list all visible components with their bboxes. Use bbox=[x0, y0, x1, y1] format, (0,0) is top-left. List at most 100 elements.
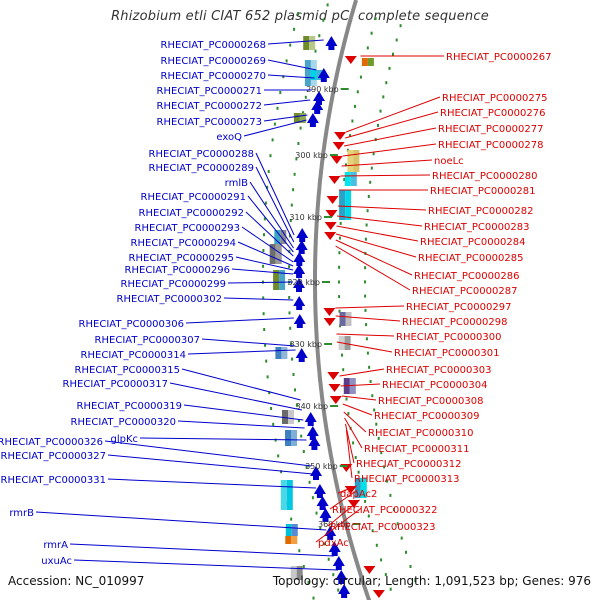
orf-dot bbox=[373, 408, 376, 412]
forward-gene-label[interactable]: RHECIAT_PC0000292 bbox=[139, 208, 244, 219]
forward-gene-arrow bbox=[293, 278, 305, 292]
feature-box bbox=[304, 60, 311, 86]
forward-gene-label[interactable]: uxuAc bbox=[41, 556, 72, 567]
forward-gene-label[interactable]: RHECIAT_PC0000327 bbox=[1, 451, 106, 462]
orf-dot bbox=[409, 565, 412, 568]
forward-gene-label[interactable]: RHECIAT_PC0000306 bbox=[79, 319, 184, 330]
orf-dot bbox=[345, 163, 347, 167]
reverse-label-leader bbox=[336, 333, 395, 337]
reverse-gene-label[interactable]: RHECIAT_PC0000275 bbox=[442, 93, 547, 104]
reverse-gene-label[interactable]: dapAc2 bbox=[340, 489, 377, 500]
orf-dot bbox=[302, 450, 305, 453]
orf-dot bbox=[305, 465, 308, 469]
reverse-gene-label[interactable]: RHECIAT_PC0000277 bbox=[438, 124, 543, 135]
orf-dot bbox=[357, 470, 360, 474]
tick-label: 340 kbp bbox=[295, 402, 328, 411]
orf-dot bbox=[264, 343, 267, 347]
forward-gene-label[interactable]: RHECIAT_PC0000288 bbox=[149, 149, 254, 160]
reverse-gene-label[interactable]: noeLc bbox=[434, 156, 464, 167]
reverse-gene-arrow bbox=[325, 210, 338, 218]
forward-gene-label[interactable]: RHECIAT_PC0000315 bbox=[75, 365, 180, 376]
reverse-gene-label[interactable]: RHECIAT_PC0000300 bbox=[396, 332, 501, 343]
forward-gene-label[interactable]: RHECIAT_PC0000319 bbox=[77, 401, 182, 412]
feature-box bbox=[269, 244, 276, 264]
forward-gene-label[interactable]: RHECIAT_PC0000331 bbox=[1, 475, 106, 486]
forward-gene-label[interactable]: RHECIAT_PC0000293 bbox=[135, 223, 240, 234]
reverse-gene-label[interactable]: RHECIAT_PC0000323 bbox=[330, 522, 435, 533]
forward-gene-label[interactable]: RHECIAT_PC0000302 bbox=[117, 294, 222, 305]
feature-box bbox=[290, 566, 297, 580]
forward-gene-label[interactable]: RHECIAT_PC0000273 bbox=[157, 117, 262, 128]
forward-gene-label[interactable]: RHECIAT_PC0000326 bbox=[0, 437, 103, 448]
orf-dot bbox=[399, 24, 402, 28]
reverse-gene-label[interactable]: RHECIAT_PC0000283 bbox=[424, 222, 529, 233]
reverse-gene-label[interactable]: RHECIAT_PC0000303 bbox=[386, 365, 491, 376]
reverse-gene-label[interactable]: RHECIAT_PC0000309 bbox=[374, 411, 479, 422]
orf-dot bbox=[312, 596, 315, 600]
forward-gene-label[interactable]: rmlB bbox=[225, 178, 248, 189]
forward-gene-arrow bbox=[295, 348, 308, 362]
reverse-gene-label[interactable]: RHECIAT_PC0000284 bbox=[420, 237, 525, 248]
forward-gene-label[interactable]: RHECIAT_PC0000314 bbox=[81, 350, 186, 361]
reverse-gene-label[interactable]: RHECIAT_PC0000282 bbox=[428, 206, 533, 217]
reverse-gene-label[interactable]: RHECIAT_PC0000304 bbox=[382, 380, 487, 391]
tick-label: 350 kbp bbox=[305, 462, 338, 471]
reverse-gene-label[interactable]: RHECIAT_PC0000285 bbox=[418, 253, 523, 264]
feature-box bbox=[291, 524, 298, 536]
forward-gene-label[interactable]: RHECIAT_PC0000270 bbox=[161, 71, 266, 82]
reverse-gene-label[interactable]: RHECIAT_PC0000312 bbox=[356, 459, 461, 470]
forward-gene-label[interactable]: RHECIAT_PC0000291 bbox=[141, 192, 246, 203]
forward-gene-label[interactable]: RHECIAT_PC0000299 bbox=[121, 279, 226, 290]
reverse-gene-label[interactable]: RHECIAT_PC0000322 bbox=[332, 505, 437, 516]
orf-dot bbox=[298, 549, 301, 553]
orf-dot bbox=[289, 326, 292, 330]
feature-box bbox=[282, 410, 288, 424]
reverse-gene-label[interactable]: RHECIAT_PC0000301 bbox=[394, 348, 499, 359]
reverse-gene-label[interactable]: RHECIAT_PC0000297 bbox=[406, 302, 511, 313]
forward-gene-label[interactable]: glpKc bbox=[110, 434, 138, 445]
forward-gene-label[interactable]: RHECIAT_PC0000317 bbox=[63, 379, 168, 390]
orf-dot bbox=[347, 412, 350, 416]
reverse-gene-label[interactable]: RHECIAT_PC0000267 bbox=[446, 52, 551, 63]
orf-dot bbox=[345, 397, 348, 401]
reverse-gene-label[interactable]: RHECIAT_PC0000281 bbox=[430, 186, 535, 197]
orf-dot bbox=[273, 122, 276, 126]
forward-gene-label[interactable]: rmrB bbox=[9, 508, 34, 519]
reverse-gene-label[interactable]: pdxAc bbox=[318, 538, 349, 549]
orf-dot bbox=[392, 52, 394, 56]
reverse-gene-label[interactable]: RHECIAT_PC0000280 bbox=[432, 171, 537, 182]
forward-gene-label[interactable]: RHECIAT_PC0000320 bbox=[71, 417, 176, 428]
forward-gene-label[interactable]: exoQ bbox=[216, 132, 242, 143]
forward-gene-label[interactable]: RHECIAT_PC0000289 bbox=[149, 163, 254, 174]
reverse-gene-label[interactable]: RHECIAT_PC0000313 bbox=[354, 474, 459, 485]
reverse-gene-label[interactable]: RHECIAT_PC0000308 bbox=[378, 396, 483, 407]
forward-label-leader bbox=[185, 317, 294, 324]
forward-gene-label[interactable]: RHECIAT_PC0000272 bbox=[157, 101, 262, 112]
forward-label-leader bbox=[267, 74, 315, 79]
orf-dot bbox=[375, 543, 378, 547]
orf-dot bbox=[370, 31, 373, 35]
feature-box bbox=[280, 230, 287, 244]
forward-gene-arrow bbox=[317, 68, 330, 82]
reverse-gene-label[interactable]: RHECIAT_PC0000276 bbox=[440, 108, 545, 119]
forward-gene-label[interactable]: RHECIAT_PC0000295 bbox=[129, 253, 234, 264]
reverse-gene-label[interactable]: RHECIAT_PC0000278 bbox=[438, 140, 543, 151]
reverse-gene-label[interactable]: RHECIAT_PC0000310 bbox=[368, 428, 473, 439]
reverse-gene-label[interactable]: RHECIAT_PC0000298 bbox=[402, 317, 507, 328]
tick-label: 320 kbp bbox=[287, 278, 320, 287]
forward-gene-label[interactable]: RHECIAT_PC0000294 bbox=[131, 238, 236, 249]
forward-gene-label[interactable]: RHECIAT_PC0000269 bbox=[161, 56, 266, 67]
forward-label-leader bbox=[237, 241, 294, 267]
forward-gene-label[interactable]: RHECIAT_PC0000296 bbox=[125, 265, 230, 276]
orf-dot bbox=[372, 152, 375, 156]
forward-gene-label[interactable]: RHECIAT_PC0000268 bbox=[161, 40, 266, 51]
reverse-gene-label[interactable]: RHECIAT_PC0000287 bbox=[412, 286, 517, 297]
forward-gene-label[interactable]: RHECIAT_PC0000271 bbox=[157, 86, 262, 97]
reverse-gene-label[interactable]: RHECIAT_PC0000311 bbox=[364, 444, 469, 455]
feature-box bbox=[274, 230, 281, 244]
reverse-gene-label[interactable]: RHECIAT_PC0000286 bbox=[414, 271, 519, 282]
reverse-label-leader bbox=[343, 411, 367, 433]
forward-gene-label[interactable]: rmrA bbox=[43, 540, 68, 551]
tick-label: 310 kbp bbox=[289, 213, 322, 222]
forward-gene-label[interactable]: RHECIAT_PC0000307 bbox=[95, 335, 200, 346]
